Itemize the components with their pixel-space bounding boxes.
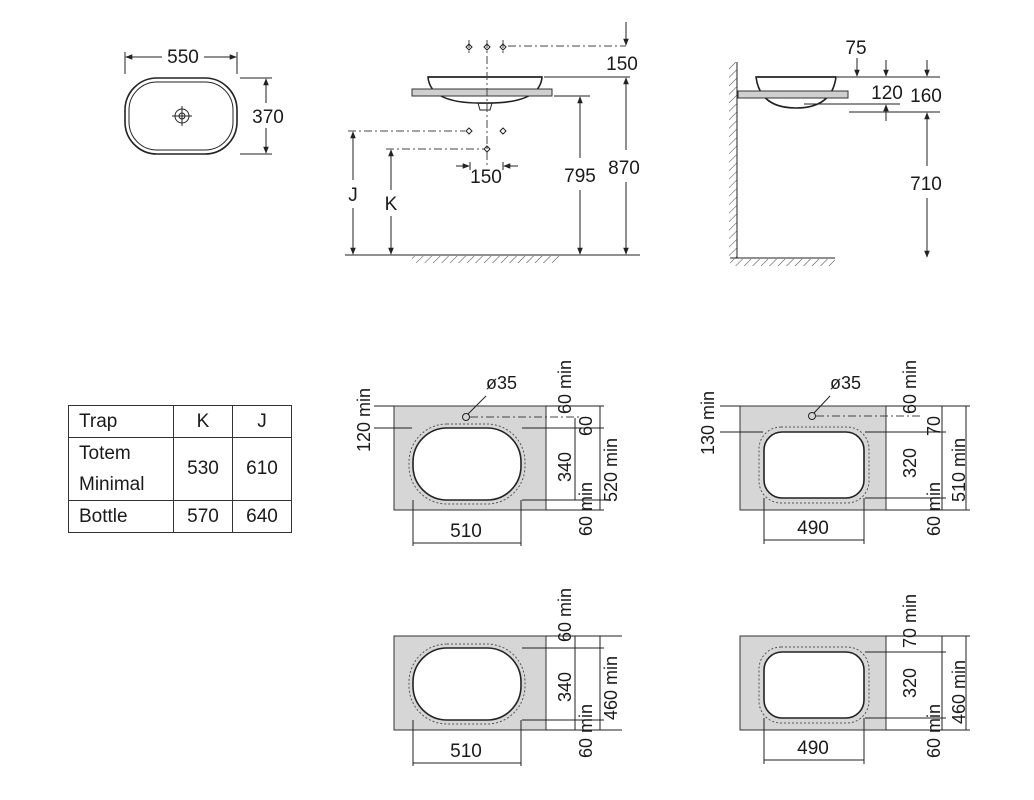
cutout-hole	[412, 647, 522, 721]
dim-total: 460 min	[601, 656, 621, 720]
table-row: Minimal	[68, 469, 292, 501]
dim-back: 60 min	[900, 360, 920, 414]
dim-front: 60 min	[924, 482, 944, 536]
dim-width: 510	[450, 521, 482, 542]
tap-hole-icon	[808, 412, 816, 420]
dim-710: 710	[910, 174, 942, 195]
floor-hatch	[412, 256, 560, 263]
trap-table: Trap K J Totem 530 610 Minimal Bottle 57…	[68, 405, 292, 533]
dim-160: 160	[910, 86, 942, 107]
hole-diameter: ø35	[830, 373, 861, 393]
cutout-bottom-left: 60 min 340 460 min 60 min 510	[393, 588, 622, 766]
row-name: Minimal	[68, 469, 174, 501]
dim-length: 320	[900, 448, 920, 478]
tap-hole-icon	[462, 413, 470, 421]
side-view: 75 120 160 710	[729, 38, 942, 266]
dim-back: 60 min	[555, 360, 575, 414]
dim-total: 510 min	[949, 438, 969, 502]
front-view: 150 795 870 150 J K	[345, 22, 640, 263]
table-header-row: Trap K J	[68, 405, 292, 438]
header-trap: Trap	[68, 405, 174, 438]
dim-gap: 60	[576, 416, 596, 436]
dim-total: 520 min	[601, 438, 621, 502]
dim-width: 510	[450, 741, 482, 762]
dim-back: 60 min	[555, 588, 575, 642]
dim-120: 120	[871, 83, 903, 104]
table-row: Bottle 570 640	[68, 500, 292, 533]
label-j: J	[348, 185, 358, 206]
row-name: Bottle	[68, 500, 174, 533]
row-k: 530	[173, 437, 233, 501]
dim-tap-150: 150	[606, 54, 638, 75]
row-j: 640	[232, 500, 292, 533]
dim-front: 60 min	[576, 704, 596, 758]
dim-gap: 70	[924, 416, 944, 436]
dim-795: 795	[564, 166, 596, 187]
dim-back: 70 min	[900, 594, 920, 648]
dim-width: 490	[797, 518, 829, 539]
dim-length: 320	[900, 668, 920, 698]
cutout-hole	[763, 431, 865, 499]
dim-front: 60 min	[924, 704, 944, 758]
hole-diameter: ø35	[486, 373, 517, 393]
dim-length: 340	[555, 672, 575, 702]
dim-edge: 120 min	[354, 388, 374, 452]
row-j: 610	[232, 437, 292, 501]
cutout-top-right: ø35 130 min 60 min 70 320 510 min 60 min…	[698, 360, 970, 544]
dim-870: 870	[608, 158, 640, 179]
dim-width: 490	[797, 738, 829, 759]
header-k: K	[173, 405, 233, 438]
cutout-bottom-right: 70 min 320 460 min 60 min 490	[739, 594, 970, 764]
row-k: 570	[173, 500, 233, 533]
floor-hatch-side	[730, 259, 835, 266]
table-row: Totem 530 610	[68, 437, 292, 501]
cutout-hole	[763, 651, 865, 719]
drain-icon	[172, 106, 192, 126]
valve-markers	[465, 43, 507, 153]
dim-trap-150: 150	[470, 167, 502, 188]
cutout-hole	[412, 427, 522, 501]
header-j: J	[232, 405, 292, 438]
basin-outline	[124, 77, 238, 155]
dim-width-550: 550	[167, 47, 199, 68]
dim-depth-370: 370	[252, 107, 284, 128]
wall-hatch	[729, 62, 737, 258]
cutout-top-left: ø35 120 min 60 min 60 340 520 min 60 min…	[354, 360, 621, 546]
dim-length: 340	[555, 452, 575, 482]
dim-front: 60 min	[576, 482, 596, 536]
dim-75: 75	[845, 38, 866, 59]
row-name: Totem	[68, 437, 174, 469]
dim-total: 460 min	[949, 660, 969, 724]
dim-edge: 130 min	[698, 391, 718, 455]
top-view: 550 370	[124, 47, 284, 155]
label-k: K	[385, 194, 398, 215]
